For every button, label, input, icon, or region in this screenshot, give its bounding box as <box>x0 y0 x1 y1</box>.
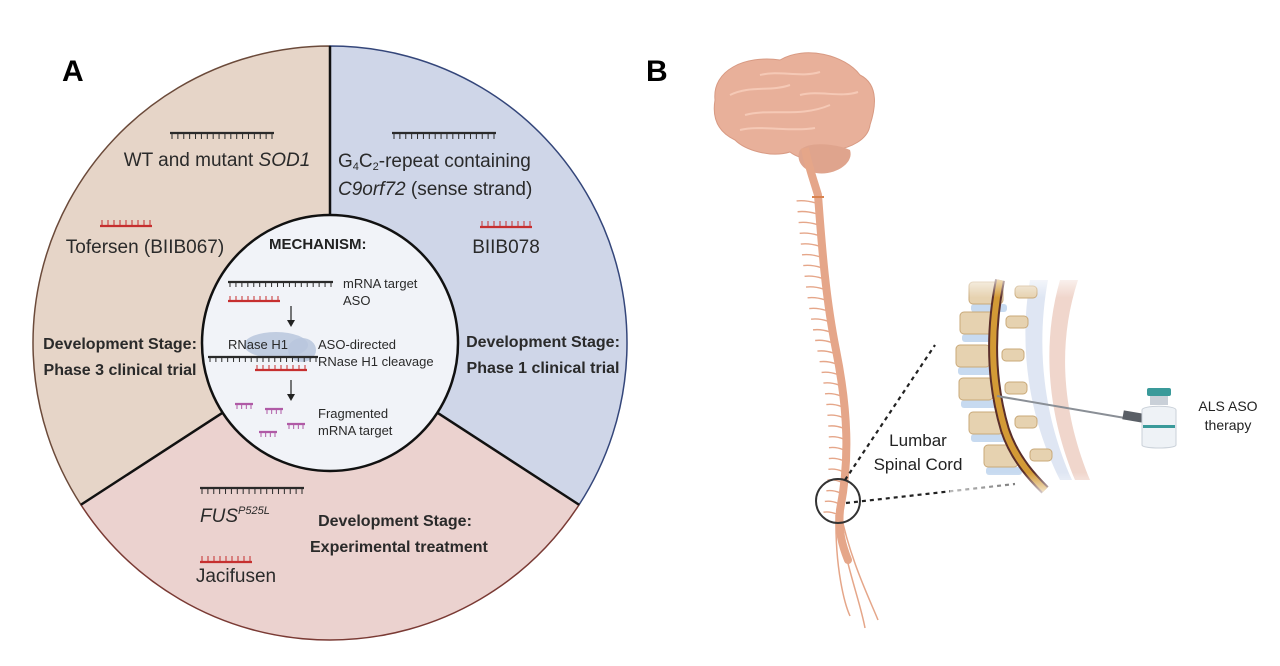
spinal-nerve <box>800 243 820 247</box>
stage-label: Development Stage: <box>43 336 197 353</box>
brain-icon <box>713 52 875 197</box>
spinal-nerve <box>817 350 834 354</box>
mrna-fragment-icon <box>287 422 305 429</box>
spinal-nerve <box>797 210 817 215</box>
fus-target-label: FUSP525L <box>200 506 270 528</box>
biib078-drug-label: BIIB078 <box>472 237 540 258</box>
aso-strand-icon <box>480 221 532 229</box>
arrow-down-icon <box>287 306 295 327</box>
jacifusen-drug-label: Jacifusen <box>195 566 277 587</box>
sod1-development-stage: Development Stage: Phase 3 clinical tria… <box>37 332 203 384</box>
mrna-strand-icon <box>170 131 274 139</box>
mrna-strand-icon <box>392 131 496 139</box>
spinal-nerve <box>810 318 829 322</box>
sod1-target-prefix: WT and mutant <box>123 150 259 171</box>
mrna-strand-icon <box>200 486 304 494</box>
panel-b-label: B <box>646 55 668 88</box>
spinal-nerve <box>821 371 838 376</box>
c9orf72-development-stage: Development Stage: Phase 1 clinical tria… <box>458 330 628 382</box>
stage-value: Phase 1 clinical trial <box>466 360 620 377</box>
mechanism-aso-strand-icon <box>228 296 280 303</box>
sod1-gene-name: SOD1 <box>258 150 311 171</box>
spinal-nerve <box>803 264 822 269</box>
mechanism-mrna-label: mRNA target ASO <box>343 276 418 308</box>
spinal-nerve <box>823 511 837 515</box>
mechanism-cleavage-mrna-icon <box>208 355 318 362</box>
mechanism-fragment-label: Fragmented mRNA target <box>318 406 393 438</box>
fus-gene-name: FUS <box>200 506 238 527</box>
lumbar-spine-inset <box>950 270 1100 500</box>
spinal-nerve <box>824 392 841 397</box>
needle-icon <box>996 395 1144 423</box>
mechanism-cleavage-label: ASO-directed RNase H1 cleavage <box>318 337 434 369</box>
spinal-nerve <box>804 275 823 280</box>
lumbar-spinal-cord-label: Lumbar Spinal Cord <box>873 431 963 474</box>
fus-mutation: P525L <box>238 505 270 517</box>
stage-label: Development Stage: <box>466 334 620 351</box>
mrna-fragment-icon <box>235 402 253 409</box>
spinal-nerve <box>796 200 816 204</box>
spinal-nerve <box>807 296 825 301</box>
divider-lower-right <box>436 411 580 506</box>
aso-strand-icon <box>200 556 252 564</box>
spinal-nerve <box>823 382 840 386</box>
spinal-nerve <box>828 457 844 462</box>
mrna-fragment-icon <box>265 407 283 414</box>
spinal-nerve <box>826 403 842 408</box>
spinal-nerve <box>799 232 819 236</box>
sod1-target-label: WT and mutant SOD1 <box>112 150 322 172</box>
mechanism-title: MECHANISM: <box>269 236 367 253</box>
mechanism-circle <box>200 213 460 473</box>
spinal-nerve <box>827 414 843 418</box>
spinal-nerve <box>805 286 824 290</box>
tofersen-drug-label: Tofersen (BIIB067) <box>65 237 225 258</box>
stage-value: Phase 3 clinical trial <box>43 362 197 379</box>
mrna-fragment-icon <box>259 430 277 437</box>
spinal-nerve <box>824 500 839 505</box>
panel-a-label: A <box>62 55 84 88</box>
c9orf72-gene-name: C9orf72 <box>338 179 406 200</box>
divider-lower-left <box>80 411 224 506</box>
spinal-cord-icon <box>796 191 879 629</box>
spinal-nerve <box>819 360 836 365</box>
spinal-nerve <box>828 425 844 429</box>
sector-fus <box>79 342 581 641</box>
mechanism-cleavage-aso-icon <box>255 365 307 372</box>
spinal-nerve <box>815 339 832 344</box>
spinal-nerve <box>809 307 827 312</box>
aso-strand-icon <box>100 220 152 228</box>
spinal-nerve <box>801 253 821 258</box>
spinal-nerve <box>798 221 818 226</box>
spinal-nerve <box>828 446 844 451</box>
spinal-nerves <box>796 200 844 515</box>
arrow-down-icon <box>287 380 295 401</box>
c9orf72-target-label: G4C2-repeat containing C9orf72 (sense st… <box>338 151 533 200</box>
spinal-nerve <box>826 489 841 494</box>
spinal-nerve <box>828 435 844 440</box>
stage-value: Experimental treatment <box>310 539 488 556</box>
zoom-line-upper <box>844 344 936 481</box>
stage-label: Development Stage: <box>318 513 472 530</box>
spinal-nerve <box>812 328 830 333</box>
als-aso-therapy-label: ALS ASO therapy <box>1198 398 1258 433</box>
mechanism-mrna-strand-icon <box>228 280 333 287</box>
fus-development-stage: Development Stage: Experimental treatmen… <box>310 509 488 561</box>
aso-vial-icon <box>1141 388 1177 449</box>
lumbar-highlight-circle <box>815 478 861 524</box>
spinal-nerve <box>828 468 843 472</box>
rnase-h1-label: RNase H1 <box>228 337 288 352</box>
